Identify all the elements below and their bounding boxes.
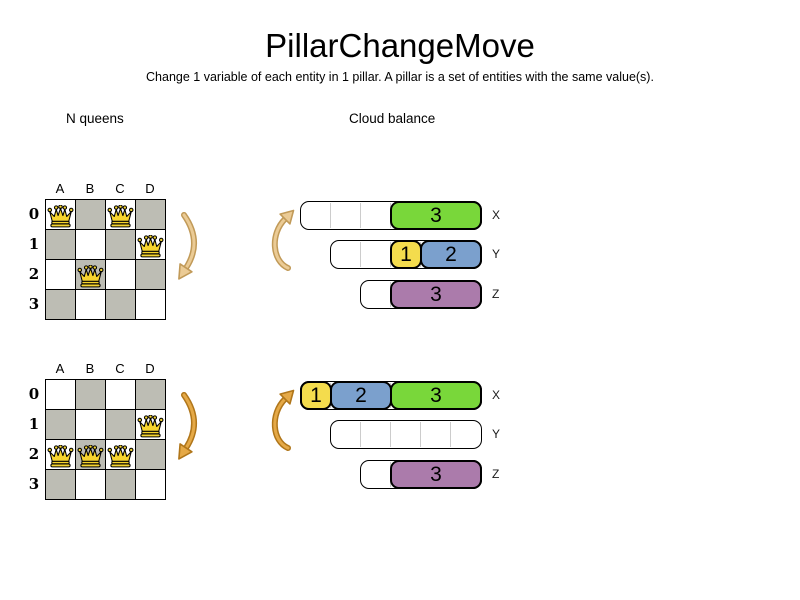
board-cell — [46, 230, 75, 259]
board-col-label: D — [145, 361, 155, 376]
board-cell — [136, 380, 165, 409]
board-cell — [46, 380, 75, 409]
computer-label-z: Z — [492, 287, 500, 301]
section-label-nqueens: N queens — [66, 111, 124, 126]
board-cell — [76, 380, 105, 409]
board-cell — [106, 230, 135, 259]
process-block: 3 — [390, 460, 482, 489]
bar-segment-divider — [360, 242, 361, 267]
board-row-label: 3 — [28, 475, 40, 493]
process-block: 1 — [300, 381, 332, 410]
queen-icon — [137, 235, 164, 258]
board-row-label: 0 — [28, 385, 40, 403]
computer-bar-x: 3 — [300, 201, 482, 230]
board-cell — [76, 230, 105, 259]
board-cell — [106, 200, 135, 229]
bar-segment-divider — [360, 203, 361, 228]
board-row-label: 3 — [28, 295, 40, 313]
section-label-cloud-balance: Cloud balance — [349, 111, 436, 126]
board-row-label: 0 — [28, 205, 40, 223]
board-col-label: A — [55, 361, 65, 376]
board-col-label: B — [85, 181, 95, 196]
board-cell — [136, 260, 165, 289]
bar-segment-divider — [330, 203, 331, 228]
queen-icon — [47, 205, 74, 228]
board-cell — [136, 410, 165, 439]
move-arrow-nqueens-before-icon — [178, 212, 197, 280]
board-cell — [106, 380, 135, 409]
page-subtitle: Change 1 variable of each entity in 1 pi… — [146, 70, 654, 84]
computer-label-x: X — [492, 388, 501, 402]
board-row-label: 1 — [28, 415, 40, 433]
computer-label-y: Y — [492, 427, 501, 441]
move-arrow-nqueens-after-icon — [178, 392, 197, 460]
board-col-label: C — [115, 361, 125, 376]
computer-bar-z: 3 — [360, 280, 482, 309]
board-cell — [136, 230, 165, 259]
bar-segment-divider — [450, 422, 451, 447]
board-cell — [76, 410, 105, 439]
board-row-label: 2 — [28, 265, 40, 283]
chessboard-before — [45, 199, 166, 320]
bar-segment-divider — [420, 422, 421, 447]
process-block: 2 — [420, 240, 482, 269]
board-cell — [76, 470, 105, 499]
board-cell — [106, 290, 135, 319]
bar-segment-divider — [360, 422, 361, 447]
board-cell — [106, 440, 135, 469]
board-cell — [46, 410, 75, 439]
move-arrow-cloud-after-icon — [271, 389, 295, 451]
process-block: 3 — [390, 381, 482, 410]
computer-label-y: Y — [492, 247, 501, 261]
queen-icon — [107, 205, 134, 228]
chessboard-after — [45, 379, 166, 500]
queen-icon — [137, 415, 164, 438]
computer-label-z: Z — [492, 467, 500, 481]
board-cell — [46, 290, 75, 319]
board-cell — [46, 440, 75, 469]
queen-icon — [107, 445, 134, 468]
board-cell — [106, 470, 135, 499]
page-title: PillarChangeMove — [265, 27, 535, 64]
board-cell — [76, 200, 105, 229]
queen-icon — [77, 265, 104, 288]
computer-label-x: X — [492, 208, 501, 222]
board-cell — [46, 470, 75, 499]
board-cell — [136, 290, 165, 319]
board-cell — [46, 200, 75, 229]
board-cell — [106, 410, 135, 439]
board-col-label: D — [145, 181, 155, 196]
bar-segment-divider — [390, 422, 391, 447]
computer-bar-y — [330, 420, 482, 449]
queen-icon — [47, 445, 74, 468]
move-arrow-cloud-before-icon — [271, 209, 295, 271]
board-cell — [106, 260, 135, 289]
board-cell — [136, 200, 165, 229]
board-cell — [76, 290, 105, 319]
board-cell — [46, 260, 75, 289]
board-cell — [76, 440, 105, 469]
board-col-label: A — [55, 181, 65, 196]
board-row-label: 1 — [28, 235, 40, 253]
board-cell — [76, 260, 105, 289]
board-col-label: B — [85, 361, 95, 376]
board-cell — [136, 440, 165, 469]
computer-bar-z: 3 — [360, 460, 482, 489]
process-block: 3 — [390, 201, 482, 230]
board-row-label: 2 — [28, 445, 40, 463]
board-cell — [136, 470, 165, 499]
process-block: 3 — [390, 280, 482, 309]
board-col-label: C — [115, 181, 125, 196]
process-block: 1 — [390, 240, 422, 269]
queen-icon — [77, 445, 104, 468]
process-block: 2 — [330, 381, 392, 410]
